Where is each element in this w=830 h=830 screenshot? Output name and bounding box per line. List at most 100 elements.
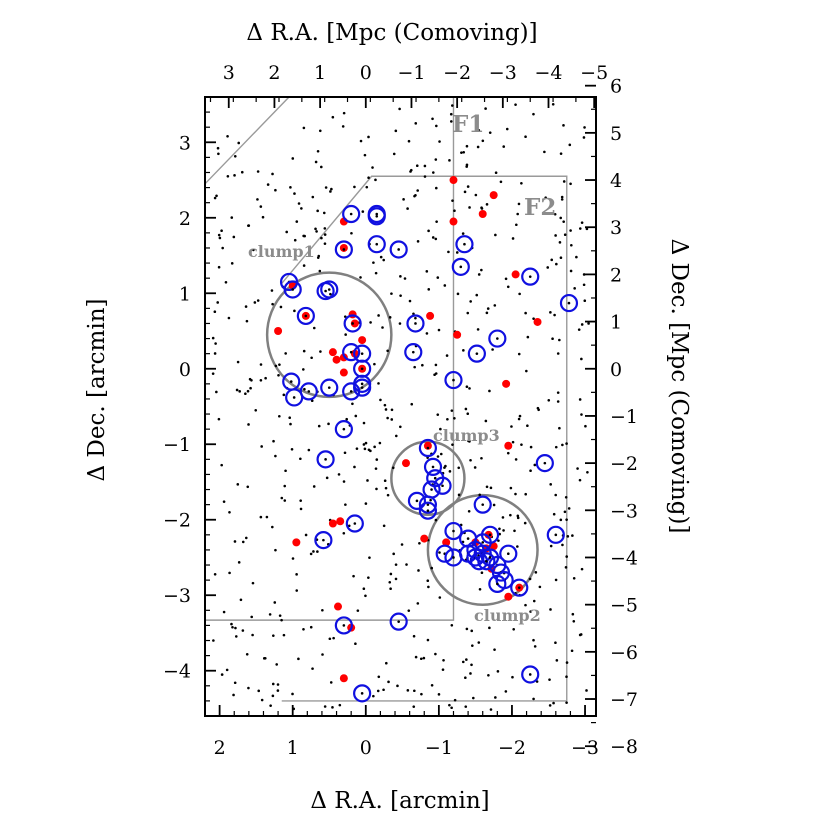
- galaxy-dot: [526, 424, 529, 428]
- galaxy-dot: [550, 258, 554, 262]
- red-galaxy-point: [502, 379, 511, 388]
- galaxy-dot: [468, 387, 471, 390]
- galaxy-dot: [568, 143, 572, 147]
- galaxy-dot: [584, 424, 587, 428]
- galaxy-dot: [211, 336, 215, 340]
- clump3-circle: [390, 440, 466, 517]
- red-galaxy-point: [339, 243, 348, 252]
- galaxy-dot: [493, 648, 496, 651]
- galaxy-dot: [282, 633, 286, 637]
- galaxy-dot: [582, 273, 586, 276]
- galaxy-dot: [451, 443, 454, 446]
- galaxy-dot: [329, 292, 332, 296]
- galaxy-dot: [314, 160, 318, 164]
- galaxy-dot: [478, 493, 482, 497]
- galaxy-dot: [342, 480, 346, 483]
- galaxy-dot: [416, 240, 420, 243]
- galaxy-dot: [556, 400, 560, 403]
- galaxy-dot: [220, 463, 223, 467]
- galaxy-dot: [548, 678, 551, 681]
- x2-tick-label: −3: [489, 62, 517, 84]
- galaxy-dot: [523, 521, 527, 525]
- galaxy-dot: [450, 409, 454, 412]
- red-galaxy-point: [453, 330, 462, 339]
- x-tick-label: 0: [360, 737, 372, 759]
- galaxy-dot: [237, 561, 241, 564]
- blue-member-center: [459, 265, 463, 269]
- galaxy-dot: [478, 587, 482, 591]
- galaxy-dot: [332, 636, 335, 640]
- galaxy-dot: [498, 527, 501, 531]
- galaxy-dot: [489, 708, 493, 711]
- galaxy-dot: [486, 307, 490, 310]
- galaxy-dot: [422, 656, 426, 660]
- galaxy-dot: [413, 365, 416, 369]
- galaxy-dot: [225, 668, 229, 672]
- galaxy-dot: [578, 478, 582, 482]
- galaxy-dot: [312, 326, 316, 330]
- galaxy-dot: [462, 349, 465, 352]
- galaxy-dot: [516, 212, 519, 216]
- galaxy-dot: [236, 360, 240, 364]
- galaxy-dot: [473, 466, 477, 469]
- galaxy-dot: [323, 227, 327, 230]
- galaxy-dot: [316, 209, 319, 213]
- blue-member-center: [304, 314, 308, 318]
- red-galaxy-point: [339, 368, 348, 377]
- galaxy-dot: [524, 135, 527, 139]
- galaxy-dot: [449, 120, 453, 123]
- galaxy-dot: [526, 335, 530, 339]
- galaxy-dot: [477, 129, 481, 132]
- red-galaxy-point: [511, 270, 520, 279]
- galaxy-dot: [390, 292, 393, 295]
- y2-tick-label: −2: [610, 453, 638, 475]
- galaxy-dot: [311, 195, 315, 199]
- galaxy-dot: [273, 601, 277, 604]
- galaxy-dot: [476, 145, 480, 149]
- galaxy-dot: [253, 301, 257, 304]
- galaxy-dot: [464, 676, 467, 680]
- galaxy-dot: [488, 131, 492, 134]
- galaxy-dot: [580, 357, 583, 361]
- galaxy-dot: [384, 408, 388, 411]
- blue-member-circle: [343, 314, 362, 333]
- galaxy-dot: [558, 241, 562, 244]
- galaxy-dot: [504, 690, 508, 693]
- galaxy-dot: [363, 447, 367, 451]
- galaxy-dot: [532, 317, 535, 320]
- galaxy-dot: [392, 152, 396, 156]
- galaxy-dot: [407, 609, 411, 612]
- galaxy-dot: [485, 311, 489, 315]
- x2-tick-label: −2: [443, 62, 471, 84]
- galaxy-dot: [374, 467, 378, 470]
- galaxy-dot: [466, 412, 470, 416]
- galaxy-dot: [278, 614, 282, 617]
- galaxy-dot: [228, 571, 231, 575]
- galaxy-dot: [244, 536, 248, 540]
- galaxy-dot: [245, 652, 249, 656]
- galaxy-dot: [569, 229, 572, 232]
- galaxy-dot: [396, 684, 399, 688]
- clump2-circle: [426, 493, 539, 606]
- galaxy-dot: [240, 170, 244, 174]
- galaxy-dot: [266, 183, 270, 186]
- x2-tick-label: −4: [534, 62, 562, 84]
- galaxy-dot: [554, 234, 557, 237]
- galaxy-dot: [295, 220, 299, 223]
- galaxy-dot: [477, 641, 481, 644]
- blue-member-circle: [407, 491, 427, 510]
- galaxy-dot: [435, 124, 438, 128]
- galaxy-dot: [502, 145, 506, 148]
- galaxy-dot: [399, 425, 402, 429]
- galaxy-dot: [554, 493, 558, 497]
- galaxy-dot: [580, 221, 584, 224]
- galaxy-dot: [236, 483, 240, 486]
- galaxy-dot: [299, 507, 303, 511]
- galaxy-dot: [374, 271, 378, 275]
- galaxy-dot: [314, 227, 317, 231]
- galaxy-dot: [247, 423, 250, 426]
- galaxy-dot: [586, 471, 589, 474]
- x2-tick-label: 0: [360, 62, 372, 84]
- blue-member-circle: [296, 306, 315, 326]
- x2-tick-label: −1: [397, 62, 425, 84]
